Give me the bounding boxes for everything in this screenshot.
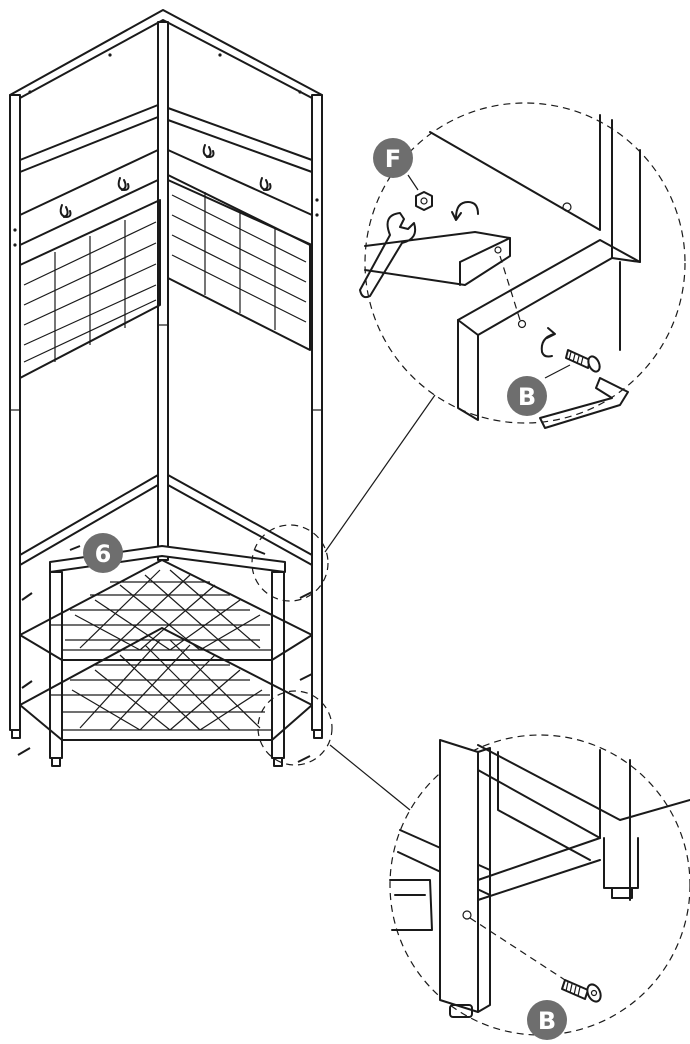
shelf-bottom xyxy=(19,627,313,741)
grid-panel-left xyxy=(19,199,161,379)
step-number-label: 6 xyxy=(95,540,112,568)
detail-view-bottom: B xyxy=(389,734,690,1040)
callout-badge-b xyxy=(527,1000,567,1040)
callout-badge-f xyxy=(373,138,413,178)
nut-icon xyxy=(415,191,433,211)
coat-hook xyxy=(259,177,272,191)
callout-ring-top xyxy=(251,524,329,602)
step-badge-circle xyxy=(83,533,123,573)
callout-badge-b xyxy=(507,376,547,416)
corner-coat-rack xyxy=(9,9,323,767)
coat-hook xyxy=(59,204,72,218)
callout-letter-b: B xyxy=(538,1007,556,1035)
detail-view-top: F B xyxy=(359,102,686,429)
shelf-middle xyxy=(19,559,313,661)
screw-holes xyxy=(13,53,319,247)
callout-letter-f: F xyxy=(385,145,401,173)
leader-line-top xyxy=(324,394,436,553)
callout-ring-bottom xyxy=(257,690,333,766)
grid-panel-right xyxy=(167,174,311,351)
bolt-icons xyxy=(17,545,313,763)
hex-key-icon xyxy=(539,377,629,429)
bolt-icon xyxy=(565,349,601,373)
coat-hook xyxy=(117,177,130,191)
step-badge: 6 xyxy=(83,533,123,573)
bolt-icon xyxy=(561,979,602,1003)
leader-line-bottom xyxy=(329,744,411,811)
callout-letter-b: B xyxy=(518,383,536,411)
coat-hook xyxy=(202,144,215,158)
rotate-arrow-icon xyxy=(455,201,479,219)
